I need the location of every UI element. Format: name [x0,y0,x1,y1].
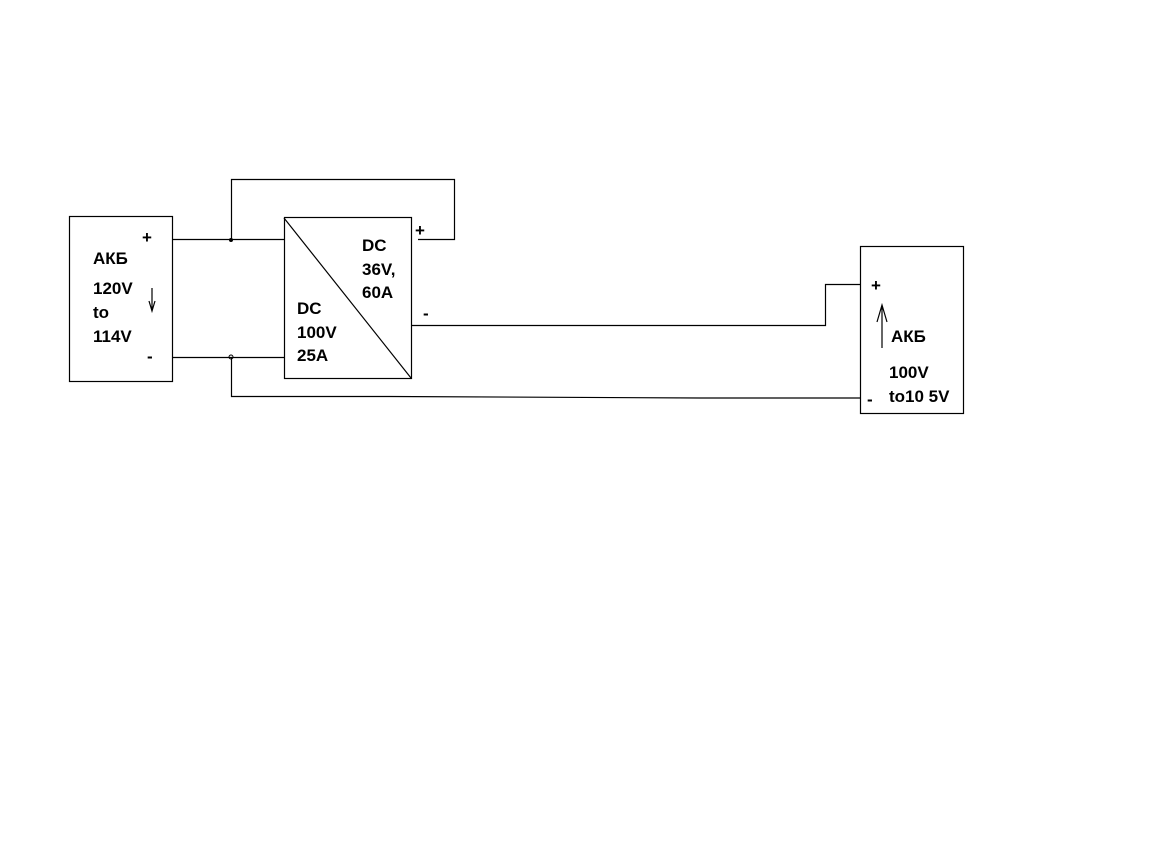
wire-minus-return [230,357,860,399]
converter-output-voltage: 36V, [362,260,395,279]
converter-output-current: 60A [362,283,393,302]
converter-diagonal [283,217,412,379]
wire-plus-loop [230,178,456,241]
junction-minus [228,354,234,360]
up-arrow-icon [876,302,888,348]
converter-input-voltage: 100V [297,323,337,342]
battery-right-minus: - [867,390,873,409]
battery-right-box [859,245,965,415]
battery-left-voltage-start: 120V [93,279,133,298]
battery-left-title: АКБ [93,249,128,268]
converter-input-current: 25A [297,346,328,365]
wire-output-minus [411,283,860,327]
junction-plus [229,238,233,242]
battery-left-plus: + [142,228,152,247]
battery-right: + АКБ 100V to10 5V - [859,245,965,415]
battery-left-to: to [93,303,109,322]
battery-right-voltage-start: 100V [889,363,929,382]
battery-right-plus: + [871,276,881,295]
dc-dc-converter: DC 36V, 60A DC 100V 25A + - [283,216,429,380]
wires [172,178,860,399]
converter-box [283,216,413,380]
down-arrow-icon [148,288,156,314]
converter-input-type: DC [297,299,322,318]
battery-left: + АКБ 120V to 114V - [68,215,174,383]
battery-right-title: АКБ [891,327,926,346]
battery-left-minus: - [147,347,153,366]
battery-left-box [68,215,174,383]
converter-output-type: DC [362,236,387,255]
battery-left-voltage-end: 114V [93,327,132,346]
converter-plus: + [415,221,425,240]
converter-minus: - [423,304,429,323]
battery-right-voltage-end: to10 5V [889,387,950,406]
